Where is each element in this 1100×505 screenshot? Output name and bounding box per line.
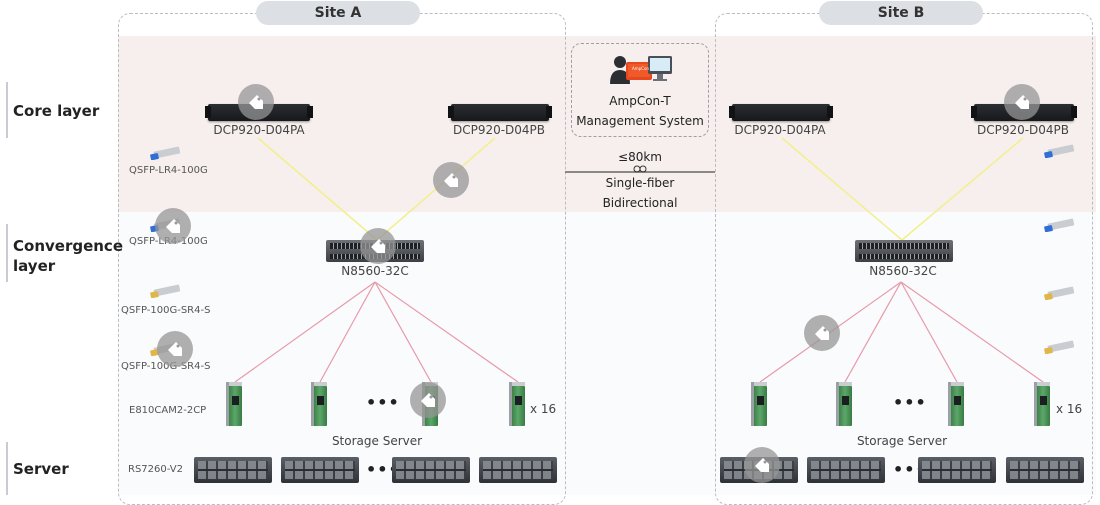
- storage-ellipsis-site-b: •••: [893, 460, 927, 479]
- fiber-link-b-left: [781, 137, 903, 241]
- convergence-layer-label: Convergence layer: [13, 237, 123, 275]
- nic-card-a-1[interactable]: [226, 382, 244, 426]
- dcp-b-device-site-a[interactable]: [448, 104, 552, 121]
- nic-ellipsis-site-a: •••: [366, 393, 400, 412]
- server-link-a-4: [374, 281, 519, 383]
- server-link-a-2: [319, 281, 376, 383]
- nic-card-b-4[interactable]: [1034, 382, 1052, 426]
- management-title: AmpCon-T: [609, 94, 671, 108]
- link-type-line2: Bidirectional: [602, 196, 678, 210]
- tag-icon[interactable]: [1004, 84, 1040, 120]
- tag-icon[interactable]: [238, 84, 274, 120]
- storage-ellipsis-site-a: •••: [366, 460, 400, 479]
- storage-server-a-2[interactable]: [281, 457, 359, 483]
- server-link-a-1: [234, 281, 376, 383]
- storage-server-a-4[interactable]: [479, 457, 557, 483]
- server-link-b-2: [844, 281, 902, 383]
- dcp-a-label-site-a: DCP920-D04PA: [213, 123, 305, 137]
- nic-card-b-2[interactable]: [836, 382, 854, 426]
- nic-count-site-b: x 16: [1056, 402, 1083, 416]
- transceiver-icon-site-b-4: [1044, 340, 1075, 354]
- tag-icon[interactable]: [804, 315, 840, 351]
- nic-card-b-1[interactable]: [751, 382, 769, 426]
- storage-server-label-site-a: Storage Server: [331, 434, 423, 448]
- transceiver-icon-sr4-a: [150, 284, 181, 298]
- management-user-icon: [610, 56, 672, 84]
- tag-icon[interactable]: [744, 447, 780, 483]
- switch-device-site-b[interactable]: [855, 240, 953, 262]
- storage-model-label: RS7260-V2: [128, 464, 183, 475]
- fiber-link-a-left: [257, 137, 378, 241]
- server-layer-label: Server: [13, 460, 69, 478]
- management-subtitle: Management System: [576, 114, 704, 128]
- nic-card-a-4[interactable]: [509, 382, 527, 426]
- fiber-link-icon: [633, 165, 647, 173]
- transceiver-label-lr4-a: QSFP-LR4-100G: [129, 165, 208, 176]
- server-link-b-3: [900, 281, 958, 383]
- management-system-box[interactable]: AmpCon AmpCon-T Management System: [571, 43, 709, 137]
- dcp-a-label-site-b: DCP920-D04PA: [734, 123, 826, 137]
- site-a-title: Site A: [256, 1, 420, 25]
- dcp-a-device-site-b[interactable]: [729, 104, 833, 121]
- fiber-link-b-right: [901, 137, 1024, 241]
- tag-icon[interactable]: [157, 331, 193, 367]
- tag-icon[interactable]: [155, 208, 191, 244]
- nic-count-site-a: x 16: [530, 402, 557, 416]
- transceiver-icon-site-b-1: [1044, 144, 1075, 158]
- site-b-title: Site B: [819, 1, 983, 25]
- core-layer-bar: [6, 82, 8, 138]
- storage-server-a-1[interactable]: [194, 457, 272, 483]
- core-layer-label: Core layer: [13, 102, 100, 120]
- transceiver-label-sr4-b: QSFP-100G-SR4-S: [121, 361, 211, 372]
- link-distance: ≤80km: [618, 150, 662, 164]
- switch-label-site-a: N8560-32C: [341, 264, 409, 278]
- nic-model-label: E810CAM2-2CP: [129, 405, 207, 416]
- storage-server-label-site-b: Storage Server: [856, 434, 948, 448]
- tag-icon[interactable]: [433, 162, 469, 198]
- storage-server-b-4[interactable]: [1006, 457, 1084, 483]
- transceiver-icon-lr4-a: [150, 146, 181, 160]
- transceiver-icon-site-b-2: [1044, 218, 1075, 232]
- tag-icon[interactable]: [410, 382, 446, 418]
- dcp-b-label-site-a: DCP920-D04PB: [452, 123, 546, 137]
- tag-icon[interactable]: [360, 228, 396, 264]
- nic-card-b-3[interactable]: [948, 382, 966, 426]
- server-link-b-4: [900, 281, 1044, 383]
- server-link-a-3: [374, 281, 432, 383]
- storage-server-a-3[interactable]: [392, 457, 470, 483]
- link-type-line1: Single-fiber: [605, 176, 675, 190]
- server-layer-bar: [6, 442, 8, 495]
- storage-server-b-2[interactable]: [807, 457, 885, 483]
- transceiver-label-sr4-a: QSFP-100G-SR4-S: [121, 305, 211, 316]
- transceiver-icon-site-b-3: [1044, 286, 1075, 300]
- convergence-layer-bar: [6, 224, 8, 282]
- nic-card-a-2[interactable]: [311, 382, 329, 426]
- dcp-b-label-site-b: DCP920-D04PB: [976, 123, 1070, 137]
- nic-ellipsis-site-b: •••: [893, 393, 927, 412]
- monitor-icon: AmpCon: [632, 66, 649, 71]
- switch-label-site-b: N8560-32C: [869, 264, 937, 278]
- storage-server-b-3[interactable]: [918, 457, 996, 483]
